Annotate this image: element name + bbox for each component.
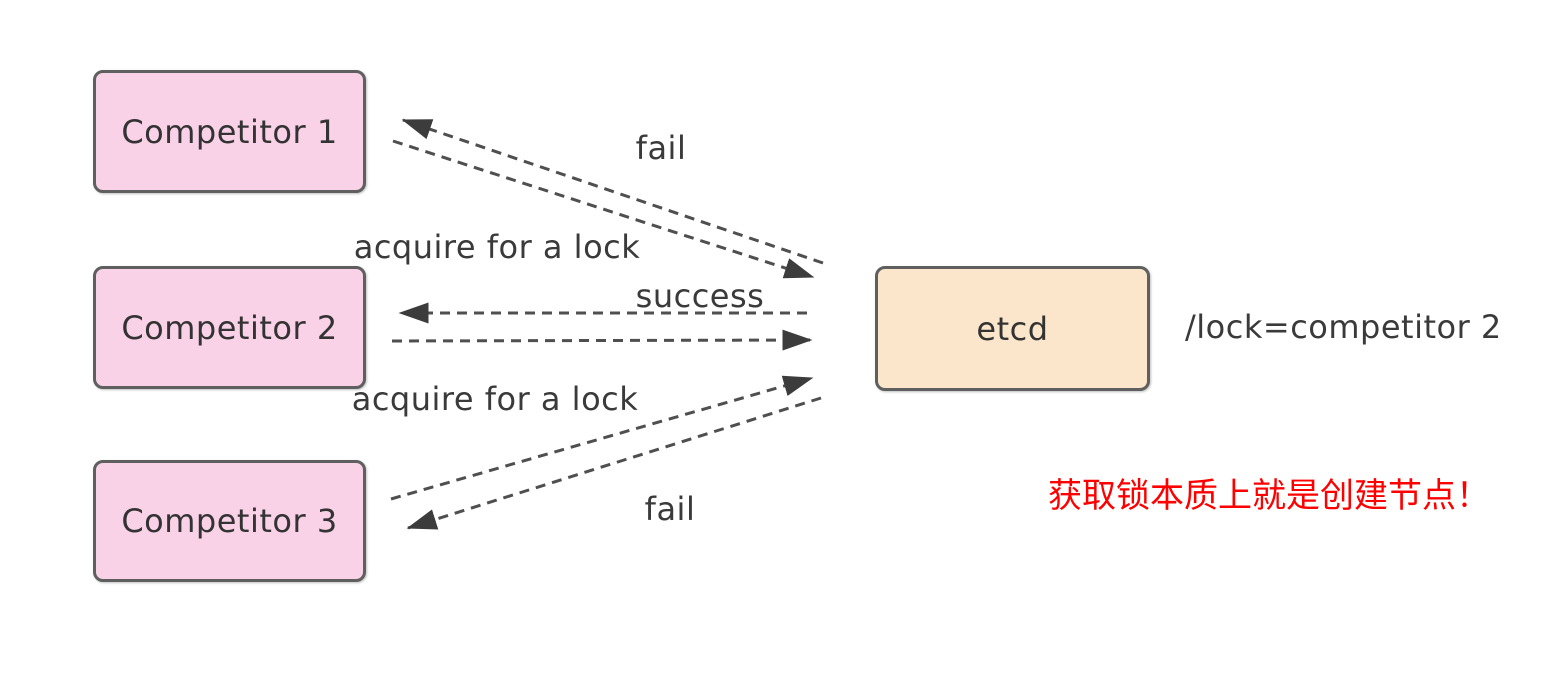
arrow-fail-etcd-to-competitor3 — [406, 396, 822, 530]
edge-label-success-competitor2: success — [635, 277, 765, 315]
edge-label-acquire-competitor3: acquire for a lock — [351, 380, 639, 418]
lock-key-annotation: /lock=competitor 2 — [1185, 308, 1502, 346]
red-note-annotation: 获取锁本质上就是创建节点！ — [1048, 476, 1490, 516]
node-etcd: etcd — [875, 266, 1150, 391]
edge-label-fail-competitor1: fail — [635, 129, 687, 167]
node-etcd-label: etcd — [976, 309, 1049, 348]
node-competitor3-label: Competitor 3 — [121, 502, 338, 540]
arrow-acquire-competitor1-to-etcd — [392, 139, 815, 279]
node-competitor2-label: Competitor 2 — [121, 308, 338, 347]
node-competitor1-label: Competitor 1 — [121, 112, 338, 151]
edge-label-fail-competitor3: fail — [644, 490, 696, 528]
arrow-acquire-competitor2-to-etcd — [391, 329, 813, 351]
node-competitor2: Competitor 2 — [93, 266, 366, 389]
node-competitor1: Competitor 1 — [93, 70, 366, 193]
node-competitor3: Competitor 3 — [93, 460, 366, 582]
arrow-fail-etcd-to-competitor1 — [401, 118, 824, 265]
edge-label-acquire-competitor1: acquire for a lock — [353, 228, 641, 266]
arrow-acquire-competitor3-to-etcd — [390, 375, 814, 501]
